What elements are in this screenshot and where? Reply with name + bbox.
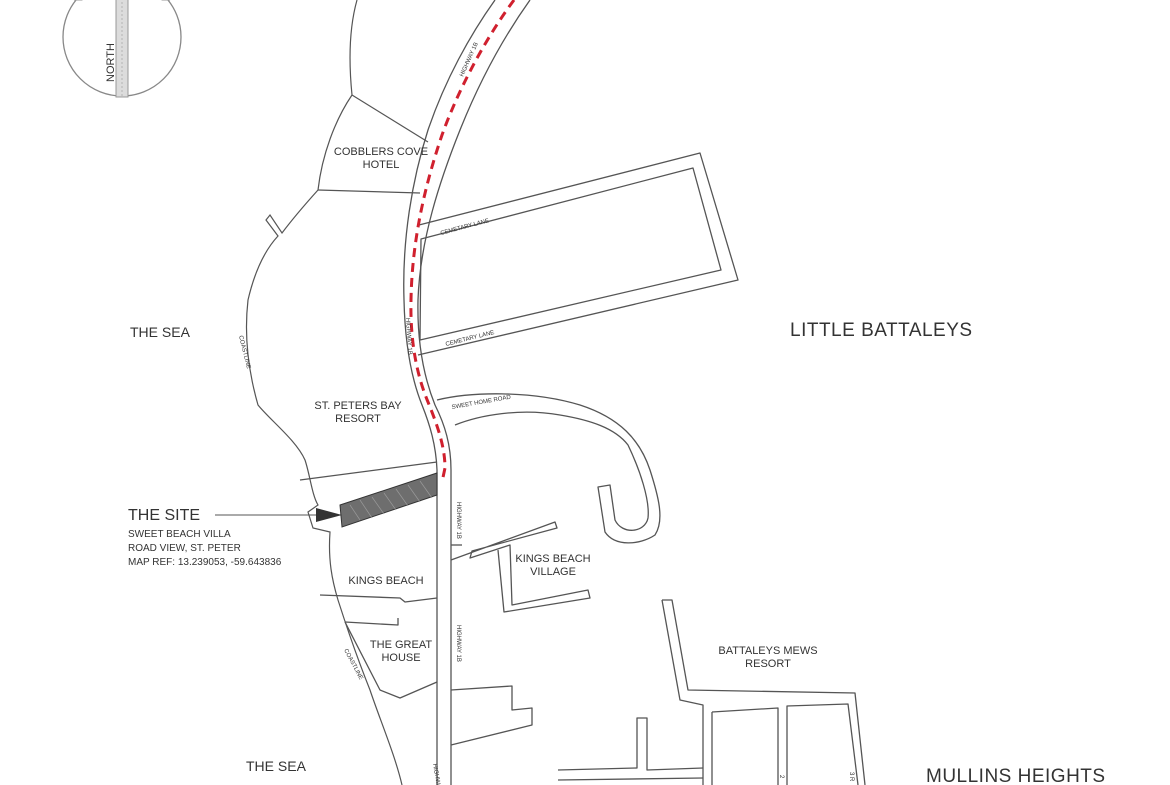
road-label-cemetary-lane-a: CEMETARY LANE	[440, 218, 490, 237]
site-title: THE SITE	[128, 507, 200, 524]
battaleys-mews-roads	[557, 599, 866, 785]
label-st-peters-bay-1: ST. PETERS BAY	[314, 400, 402, 412]
road-label-coastline-a: COASTLINE	[237, 335, 251, 369]
north-label: NORTH	[105, 43, 117, 82]
label-kings-beach-village-2: VILLAGE	[530, 566, 576, 578]
coastline	[245, 0, 429, 785]
road-label-2: 2	[778, 775, 784, 779]
road-label-highway-1b-e: HIGHWAY	[431, 763, 442, 785]
access-route	[409, 0, 516, 483]
label-cobblers-cove-1: COBBLERS COVE	[334, 146, 428, 158]
road-label-highway-1b-c: HIGHWAY 1B	[455, 502, 461, 539]
label-battaleys-mews-1: BATTALEYS MEWS	[718, 645, 817, 657]
site-line-1: SWEET BEACH VILLA	[128, 529, 231, 540]
sweet-home-road	[436, 393, 661, 544]
north-compass: NORTH	[62, 0, 182, 98]
site-line-2: ROAD VIEW, ST. PETER	[128, 543, 241, 554]
label-the-great-house-2: HOUSE	[381, 652, 420, 664]
label-kings-beach: KINGS BEACH	[348, 575, 423, 587]
site-pointer-arrow	[215, 508, 342, 522]
road-label-sweet-home-road: SWEET HOME ROAD	[451, 395, 512, 411]
label-cobblers-cove-2: HOTEL	[363, 159, 400, 171]
the-site-parcel	[339, 472, 438, 528]
area-little-battaleys: LITTLE BATTALEYS	[790, 320, 973, 341]
label-battaleys-mews-2: RESORT	[745, 658, 791, 670]
cemetary-lane	[417, 152, 739, 356]
site-line-3: MAP REF: 13.239053, -59.643836	[128, 557, 282, 568]
highway-1b	[403, 0, 531, 785]
kings-beach-village-road	[450, 521, 591, 613]
road-label-3: 3 R	[848, 772, 854, 782]
property-lines	[299, 461, 533, 746]
area-the-sea-bottom: THE SEA	[246, 758, 307, 774]
road-label-highway-1b-d: HIGHWAY 1B	[455, 625, 461, 662]
road-label-highway-1b-b: HIGHWAY 1B	[404, 318, 413, 355]
area-the-sea-top: THE SEA	[130, 324, 191, 340]
label-kings-beach-village-1: KINGS BEACH	[515, 553, 590, 565]
label-st-peters-bay-2: RESORT	[335, 413, 381, 425]
road-label-highway-1b-a: HIGHWAY 1B	[459, 42, 479, 78]
area-mullins-heights: MULLINS HEIGHTS	[926, 766, 1106, 785]
label-the-great-house-1: THE GREAT	[370, 639, 432, 651]
